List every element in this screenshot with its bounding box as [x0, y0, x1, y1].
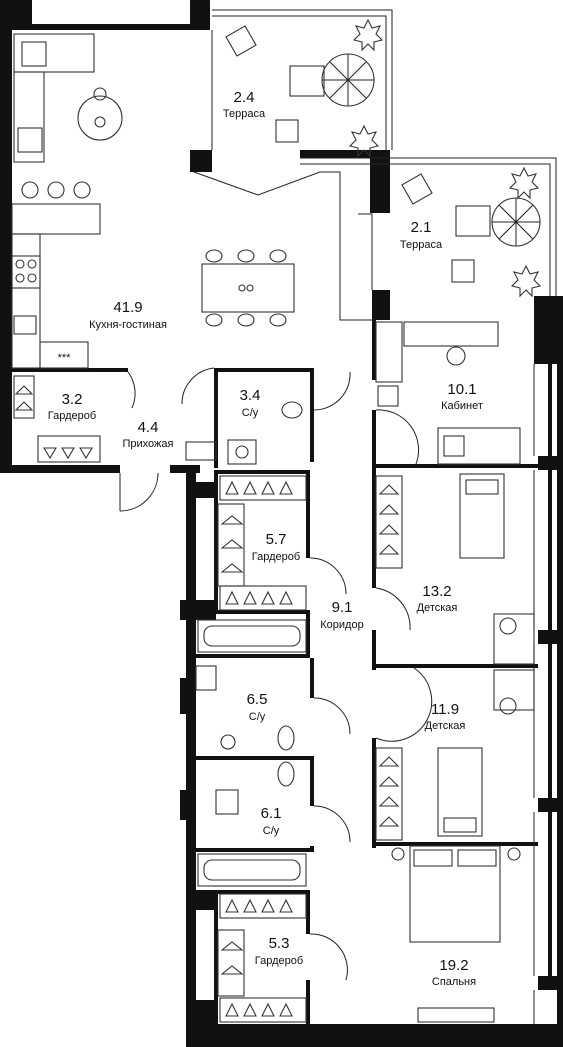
room-label-cabinet: 10.1 Кабинет — [441, 381, 483, 412]
room-area: 9.1 — [332, 599, 353, 616]
toilet-icon — [277, 401, 303, 787]
room-name: Гардероб — [252, 551, 300, 563]
room-name: Детская — [425, 720, 466, 732]
room-area: 3.4 — [240, 387, 261, 404]
plant-icon — [348, 18, 542, 298]
room-label-wc3: 6.1 С/у — [261, 805, 282, 837]
room-area: 4.4 — [138, 419, 159, 436]
room-label-wardrobe3: 5.3 Гардероб — [255, 935, 303, 967]
terrace-railings — [193, 9, 557, 321]
room-name: Спальня — [432, 976, 476, 988]
room-label-wardrobe2: 5.7 Гардероб — [252, 531, 300, 563]
door-swings — [119, 367, 433, 981]
room-name: С/у — [242, 407, 259, 419]
room-area: 5.3 — [269, 935, 290, 952]
stove-label: *** — [58, 352, 72, 364]
hanger-icon — [375, 475, 403, 841]
room-area: 13.2 — [422, 583, 451, 600]
room-label-wardrobe1: 3.2 Гардероб — [48, 391, 96, 422]
room-area: 41.9 — [113, 299, 142, 316]
bed-icon — [391, 473, 521, 1023]
room-name: Терраса — [400, 239, 443, 251]
sofa-icon — [437, 427, 521, 465]
room-area: 19.2 — [439, 957, 468, 974]
room-label-bedroom: 19.2 Спальня — [432, 957, 476, 988]
room-name: С/у — [263, 825, 280, 837]
bathtub-icon — [197, 619, 307, 887]
room-label-wc1: 3.4 С/у — [240, 387, 261, 419]
room-label-terrace1: 2.4 Терраса — [223, 89, 266, 120]
room-label-hall: 4.4 Прихожая — [123, 419, 174, 450]
room-name: Кабинет — [441, 400, 483, 412]
room-label-kids2: 11.9 Детская — [425, 701, 466, 732]
room-label-kitchen: 41.9 Кухня-гостиная — [89, 299, 167, 331]
dining-table-icon — [201, 249, 295, 327]
hanger-icon — [13, 375, 101, 463]
room-name: Детская — [417, 602, 458, 614]
sofa-icon — [13, 33, 95, 163]
kitchen-counter-icon — [11, 233, 89, 369]
room-name: С/у — [249, 711, 266, 723]
bar-stools-icon — [11, 181, 101, 235]
parasol-icon — [401, 173, 541, 283]
room-name: Кухня-гостиная — [89, 319, 167, 331]
room-area: 2.4 — [234, 89, 255, 106]
coffee-table-icon — [77, 87, 123, 141]
room-area: 11.9 — [431, 701, 459, 718]
room-name: Гардероб — [48, 410, 96, 422]
hanger-icon — [217, 475, 307, 611]
room-area: 6.5 — [247, 691, 268, 708]
room-area: 10.1 — [447, 381, 476, 398]
room-area: 5.7 — [266, 531, 287, 548]
room-name: Терраса — [223, 108, 266, 120]
room-label-wc2: 6.5 С/у — [247, 691, 268, 723]
room-name: Коридор — [320, 619, 363, 631]
room-area: 6.1 — [261, 805, 282, 822]
room-area: 2.1 — [411, 219, 432, 236]
sink-icon — [185, 439, 257, 815]
room-label-terrace2: 2.1 Терраса — [400, 219, 443, 251]
room-name: Гардероб — [255, 955, 303, 967]
room-area: 3.2 — [62, 391, 83, 408]
hanger-icon — [217, 893, 307, 1023]
room-label-kids1: 13.2 Детская — [417, 583, 458, 614]
room-name: Прихожая — [123, 438, 174, 450]
parasol-icon — [225, 25, 375, 143]
room-label-corridor: 9.1 Коридор — [320, 599, 363, 631]
